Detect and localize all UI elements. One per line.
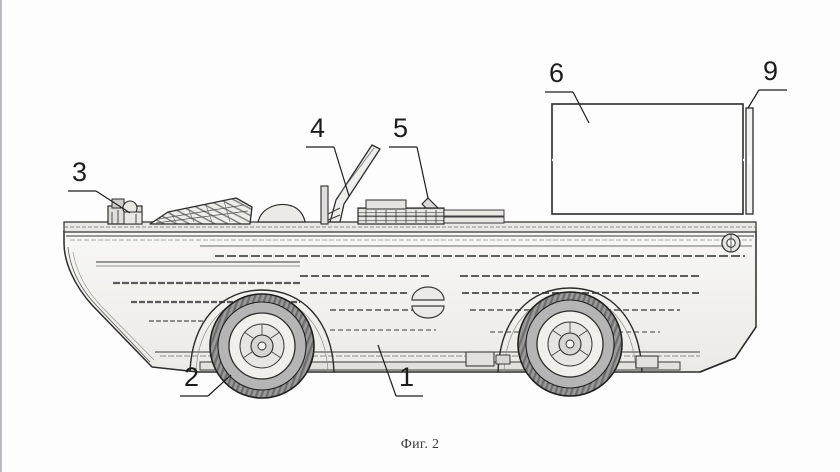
callout-label-5: 5 [393,113,409,143]
callout-label-2: 2 [184,362,200,392]
leader-4 [333,146,350,197]
bow-deck-winch [107,198,143,225]
leader-9 [747,89,760,109]
leader-2 [207,374,232,397]
underbody-fittings [465,326,757,373]
leader-5 [416,146,429,199]
rear-wheel [517,291,623,397]
bow-deck-hood [149,197,253,225]
rear-vertical-bar [745,107,754,215]
callout-label-6: 6 [549,58,565,88]
cockpit-grille [357,199,505,225]
windshield-frame [320,144,381,225]
callout-label-3: 3 [72,157,88,187]
page-left-border [0,0,2,472]
stern-fitting [721,233,741,253]
figure-caption: Фиг. 2 [400,437,440,452]
callout-label-4: 4 [310,113,326,143]
cockpit-seat [257,203,306,223]
callout-leaders [68,89,787,397]
hull-body [63,221,757,373]
callout-label-9: 9 [763,56,779,86]
leader-1 [377,344,397,397]
callout-label-1: 1 [399,362,415,392]
hull-emblem [411,286,445,319]
front-wheel [209,293,315,399]
leader-6 [572,91,590,124]
leader-3 [95,190,131,214]
cargo-box [551,103,747,215]
